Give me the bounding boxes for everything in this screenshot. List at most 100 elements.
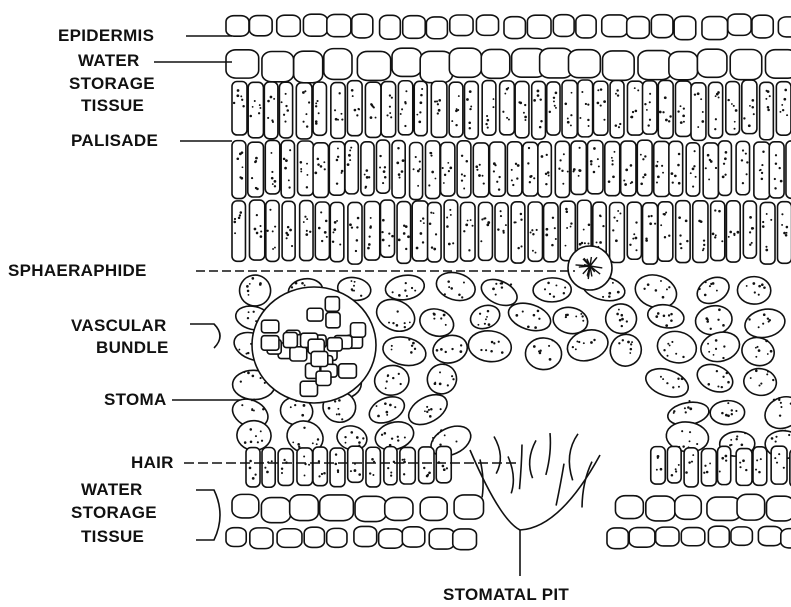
cell-granule	[388, 322, 390, 324]
epidermis-cell	[249, 16, 272, 36]
palisade-cell-wall	[264, 82, 278, 139]
cell-granule	[587, 243, 589, 245]
cell-granule	[249, 283, 251, 285]
lower-epidermis-cell	[731, 527, 752, 545]
cell-granule	[520, 219, 522, 221]
cell-granule	[632, 111, 634, 113]
palisade-cell	[490, 142, 506, 196]
palisade-cell	[676, 201, 690, 263]
cell-granule	[739, 462, 741, 464]
palisade-cell-wall	[605, 142, 620, 196]
palisade-cell	[482, 81, 496, 136]
cell-granule	[270, 96, 273, 99]
water-storage-cell	[707, 497, 741, 520]
cell-granule	[362, 437, 364, 439]
lower-palisade-cell-wall	[419, 447, 434, 484]
cell-granule	[423, 222, 425, 224]
cell-granule	[429, 222, 432, 225]
cell-granule	[433, 313, 436, 316]
cell-granule	[752, 99, 755, 102]
cell-granule	[669, 344, 671, 346]
cell-granule	[727, 381, 730, 384]
palisade-cell	[658, 80, 673, 138]
cell-granule	[729, 231, 732, 234]
cell-granule	[780, 406, 782, 408]
cell-granule	[248, 311, 250, 313]
cell-granule	[284, 121, 286, 123]
cell-granule	[272, 230, 274, 232]
cell-granule	[539, 126, 542, 129]
lower-epidermis-cell	[681, 528, 705, 546]
cell-granule	[570, 124, 572, 126]
cell-granule	[718, 210, 721, 213]
palisade-cell	[449, 82, 463, 137]
cell-granule	[660, 468, 663, 471]
cell-granule	[602, 296, 604, 298]
cell-granule	[358, 473, 361, 476]
palisade-cell	[605, 142, 620, 196]
palisade-cell	[248, 142, 264, 197]
label-tissue-text: TISSUE	[81, 527, 144, 546]
lower-palisade-cell	[262, 447, 275, 487]
palisade-cell	[296, 83, 312, 139]
cell-granule	[469, 90, 472, 93]
cell-granule	[413, 168, 415, 170]
lower-epidermis-cell	[708, 526, 729, 547]
lower-epidermis-cell	[781, 529, 791, 548]
cell-granule	[570, 114, 572, 116]
cell-granule	[487, 127, 489, 129]
cell-granule	[450, 214, 452, 216]
mesophyll-cell-wall	[467, 328, 513, 364]
cell-granule	[337, 147, 339, 149]
palisade-cell	[547, 82, 560, 135]
cell-granule	[306, 125, 308, 127]
cell-granule	[617, 291, 620, 294]
cell-granule	[382, 219, 385, 222]
palisade-cell	[329, 142, 344, 196]
cell-granule	[673, 410, 675, 412]
cell-granule	[423, 467, 425, 469]
epidermis-cell	[277, 15, 301, 36]
cell-granule	[241, 404, 243, 406]
label-vascular-text: VASCULAR	[71, 316, 167, 335]
cell-granule	[778, 399, 780, 401]
palisade-cell-wall	[578, 80, 593, 137]
water-storage-cell	[262, 51, 294, 81]
cell-granule	[533, 99, 536, 102]
cell-granule	[287, 226, 290, 229]
cell-granule	[260, 430, 262, 432]
cell-granule	[709, 463, 711, 465]
cell-granule	[766, 213, 768, 215]
cell-granule	[383, 170, 386, 173]
cell-granule	[324, 231, 327, 234]
cell-granule	[451, 375, 453, 377]
label-sphaeraphide-text: SPHAERAPHIDE	[8, 261, 147, 280]
mesophyll-cell	[693, 359, 737, 397]
cell-granule	[649, 119, 651, 121]
cell-granule	[487, 119, 490, 122]
palisade-cell-wall	[571, 141, 586, 194]
cell-granule	[391, 345, 393, 347]
cell-granule	[741, 443, 744, 446]
lower-palisade-cell	[348, 446, 363, 482]
palisade-cell-wall	[490, 142, 506, 196]
cell-granule	[583, 342, 585, 344]
cell-granule	[524, 116, 527, 119]
cell-granule	[706, 320, 709, 323]
palisade-cell	[754, 142, 770, 199]
cell-granule	[660, 376, 662, 378]
cell-granule	[409, 321, 411, 323]
cell-granule	[472, 225, 474, 227]
xylem-cell	[261, 336, 279, 350]
mesophyll-cell	[693, 272, 734, 309]
cell-granule	[484, 323, 486, 325]
cell-granule	[603, 100, 606, 103]
label-tissue-text: TISSUE	[81, 96, 144, 115]
lower-palisade-cell-wall	[701, 449, 716, 486]
cell-granule	[316, 100, 318, 102]
cell-granule	[603, 119, 605, 121]
cell-granule	[502, 111, 504, 113]
cell-granule	[634, 87, 636, 89]
cell-granule	[762, 323, 764, 325]
cell-granule	[301, 414, 304, 417]
